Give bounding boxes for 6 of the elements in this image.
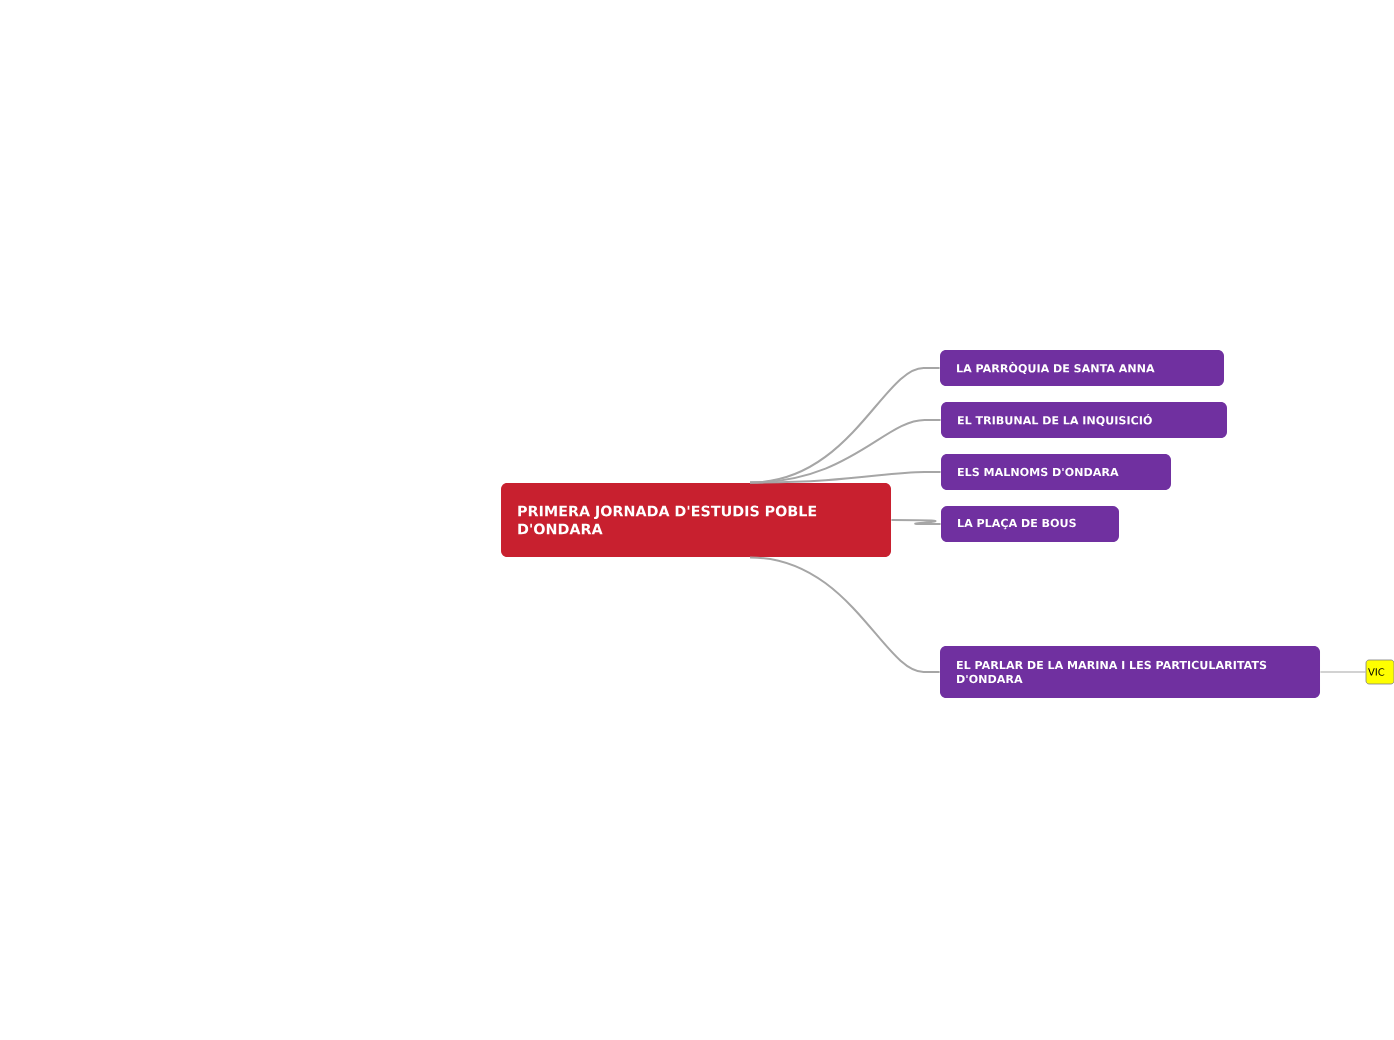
connector-line xyxy=(749,471,942,484)
connector-line xyxy=(749,556,941,673)
connector-line xyxy=(749,367,941,484)
connector-line xyxy=(749,419,942,484)
connector-line xyxy=(890,519,942,525)
connector-line xyxy=(1319,671,1367,673)
